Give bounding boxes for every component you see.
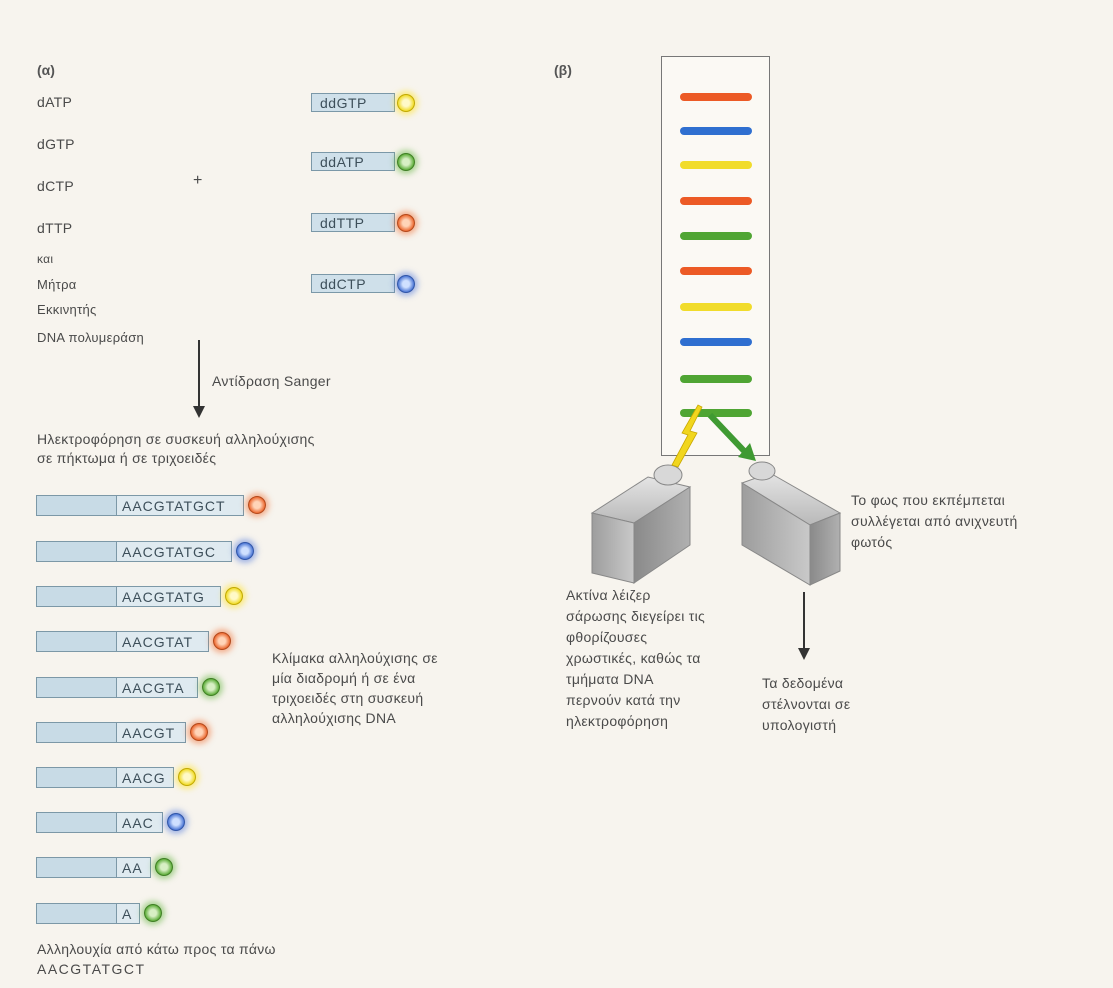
fragment-primer-bar bbox=[36, 677, 117, 698]
green-dye-dot bbox=[155, 858, 173, 876]
electrophoresis-line1: Ηλεκτροφόρηση σε συσκευή αλληλούχισης bbox=[37, 431, 315, 447]
fragment-sequence: AACGTA bbox=[116, 677, 198, 698]
orange-dye-dot bbox=[213, 632, 231, 650]
fragment-sequence: AAC bbox=[116, 812, 163, 833]
sanger-reaction-label: Αντίδραση Sanger bbox=[212, 373, 331, 389]
gel-band-yellow bbox=[680, 161, 752, 169]
laser-caption-line: χρωστικές, καθώς τα bbox=[566, 650, 701, 666]
capillary-gel bbox=[661, 56, 770, 456]
fragment-sequence: AA bbox=[116, 857, 151, 878]
reagent-dttp: dTTP bbox=[37, 220, 73, 236]
data-caption: Τα δεδομένα στέλνονται σε υπολογιστή bbox=[762, 673, 850, 736]
reagent-dgtp: dGTP bbox=[37, 136, 75, 152]
laser-caption-line: φθορίζουσες bbox=[566, 629, 648, 645]
fragment-primer-bar bbox=[36, 586, 117, 607]
laser-caption: Ακτίνα λέιζερ σάρωσης διεγείρει τις φθορ… bbox=[566, 585, 705, 732]
yellow-dye-dot bbox=[397, 94, 415, 112]
fragment-sequence: AACGT bbox=[116, 722, 186, 743]
ladder-caption: Κλίμακα αλληλούχισης σε μία διαδρομή ή σ… bbox=[272, 648, 438, 728]
fragment-sequence: AACGTATGC bbox=[116, 541, 232, 562]
data-arrow-icon bbox=[798, 592, 810, 660]
blue-dye-dot bbox=[167, 813, 185, 831]
dd-box-ddttp: ddTTP bbox=[311, 213, 395, 232]
green-dye-dot bbox=[144, 904, 162, 922]
reagent-datp: dATP bbox=[37, 94, 73, 110]
fragment-sequence: AACGTAT bbox=[116, 631, 209, 652]
fragment-primer-bar bbox=[36, 903, 117, 924]
sequence-caption: Αλληλουχία από κάτω προς τα πάνω bbox=[37, 941, 276, 957]
laser-caption-line: περνούν κατά την bbox=[566, 692, 681, 708]
ladder-caption-line: αλληλούχισης DNA bbox=[272, 710, 396, 726]
fragment-primer-bar bbox=[36, 541, 117, 562]
gel-band-orange bbox=[680, 93, 752, 101]
fragment-primer-bar bbox=[36, 631, 117, 652]
ladder-caption-line: τριχοειδές στη συσκευή bbox=[272, 690, 424, 706]
gel-band-blue bbox=[680, 127, 752, 135]
detector-caption: Το φως που εκπέμπεται συλλέγεται από ανι… bbox=[851, 490, 1018, 553]
fragment-primer-bar bbox=[36, 767, 117, 788]
yellow-dye-dot bbox=[225, 587, 243, 605]
fragment-sequence: AACG bbox=[116, 767, 174, 788]
data-caption-line: υπολογιστή bbox=[762, 717, 837, 733]
reagent-primer: Εκκινητής bbox=[37, 302, 97, 317]
fragment-primer-bar bbox=[36, 495, 117, 516]
orange-dye-dot bbox=[248, 496, 266, 514]
fragment-primer-bar bbox=[36, 857, 117, 878]
plus-sign: + bbox=[193, 172, 203, 189]
electrophoresis-line2: σε πήκτωμα ή σε τριχοειδές bbox=[37, 450, 217, 466]
gel-band-green bbox=[680, 375, 752, 383]
reagent-polymerase: DNA πολυμεράση bbox=[37, 330, 145, 345]
emission-arrow-icon bbox=[707, 412, 756, 461]
panel-a-label: (α) bbox=[37, 62, 55, 78]
yellow-dye-dot bbox=[178, 768, 196, 786]
orange-dye-dot bbox=[397, 214, 415, 232]
blue-dye-dot bbox=[397, 275, 415, 293]
laser-caption-line: Ακτίνα λέιζερ bbox=[566, 587, 651, 603]
gel-band-blue bbox=[680, 338, 752, 346]
dd-box-ddgtp: ddGTP bbox=[311, 93, 395, 112]
laser-block-icon bbox=[590, 464, 692, 584]
reagent-template: Μήτρα bbox=[37, 277, 77, 292]
gel-band-orange bbox=[680, 267, 752, 275]
fragment-sequence: AACGTATG bbox=[116, 586, 221, 607]
detector-block-icon bbox=[740, 461, 842, 586]
gel-band-green bbox=[680, 409, 752, 417]
ladder-caption-line: Κλίμακα αλληλούχισης σε bbox=[272, 650, 438, 666]
green-dye-dot bbox=[397, 153, 415, 171]
reagent-dctp: dCTP bbox=[37, 178, 74, 194]
detector-caption-line: Το φως που εκπέμπεται bbox=[851, 492, 1006, 508]
laser-caption-line: σάρωσης διεγείρει τις bbox=[566, 608, 706, 624]
sanger-arrow-icon bbox=[193, 340, 205, 418]
detector-caption-line: συλλέγεται από ανιχνευτή bbox=[851, 513, 1018, 529]
dd-box-ddctp: ddCTP bbox=[311, 274, 395, 293]
laser-caption-line: τμήματα DNA bbox=[566, 671, 654, 687]
laser-caption-line: ηλεκτροφόρηση bbox=[566, 713, 669, 729]
reagent-and: και bbox=[37, 252, 54, 266]
green-dye-dot bbox=[202, 678, 220, 696]
data-caption-line: Τα δεδομένα bbox=[762, 675, 844, 691]
gel-band-orange bbox=[680, 197, 752, 205]
ladder-caption-line: μία διαδρομή ή σε ένα bbox=[272, 670, 416, 686]
sequence-result: AACGTATGCT bbox=[37, 961, 146, 977]
fragment-sequence: A bbox=[116, 903, 140, 924]
gel-band-green bbox=[680, 232, 752, 240]
laser-detector-illustration bbox=[590, 404, 842, 586]
orange-dye-dot bbox=[190, 723, 208, 741]
detector-caption-line: φωτός bbox=[851, 534, 893, 550]
fragment-sequence: AACGTATGCT bbox=[116, 495, 244, 516]
laser-beam-icon bbox=[671, 404, 703, 468]
blue-dye-dot bbox=[236, 542, 254, 560]
fragment-primer-bar bbox=[36, 722, 117, 743]
panel-b-label: (β) bbox=[554, 62, 572, 78]
data-caption-line: στέλνονται σε bbox=[762, 696, 851, 712]
dd-box-ddatp: ddATP bbox=[311, 152, 395, 171]
gel-band-yellow bbox=[680, 303, 752, 311]
fragment-primer-bar bbox=[36, 812, 117, 833]
